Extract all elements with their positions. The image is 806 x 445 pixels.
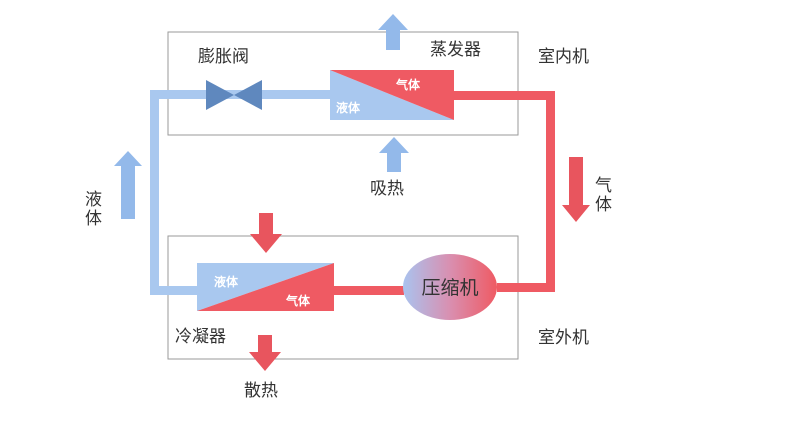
arrow-up-icon xyxy=(378,14,408,50)
indoor-unit-box xyxy=(167,31,519,136)
evaporator-block xyxy=(330,70,454,120)
evaporator-gas-label: 气体 xyxy=(395,77,421,92)
condenser-label: 冷凝器 xyxy=(175,327,226,347)
liquid-label: 液体 xyxy=(81,190,102,228)
condenser-gas-label: 气体 xyxy=(285,293,311,308)
gas-label: 气体 xyxy=(591,176,612,214)
evaporator-liquid-label: 液体 xyxy=(336,100,361,115)
arrow-down-icon xyxy=(250,213,282,253)
expansion-valve-label: 膨胀阀 xyxy=(198,47,249,67)
condenser-liquid-label: 液体 xyxy=(214,274,239,289)
compressor-icon xyxy=(403,254,497,320)
arrow-up-icon xyxy=(114,151,142,219)
absorb-heat-label: 吸热 xyxy=(370,179,404,199)
arrow-down-icon xyxy=(249,335,281,371)
evaporator-label: 蒸发器 xyxy=(430,40,481,60)
arrow-down-icon xyxy=(562,157,590,222)
release-heat-label: 散热 xyxy=(244,381,278,401)
condenser-block xyxy=(197,263,334,311)
arrow-up-icon xyxy=(379,137,409,172)
outdoor-unit-label: 室外机 xyxy=(538,328,589,348)
expansion-valve-icon xyxy=(206,80,262,110)
outdoor-unit-box xyxy=(167,235,519,360)
gas-pipe xyxy=(334,91,555,295)
compressor-label: 压缩机 xyxy=(421,277,478,299)
indoor-unit-label: 室内机 xyxy=(538,47,589,67)
